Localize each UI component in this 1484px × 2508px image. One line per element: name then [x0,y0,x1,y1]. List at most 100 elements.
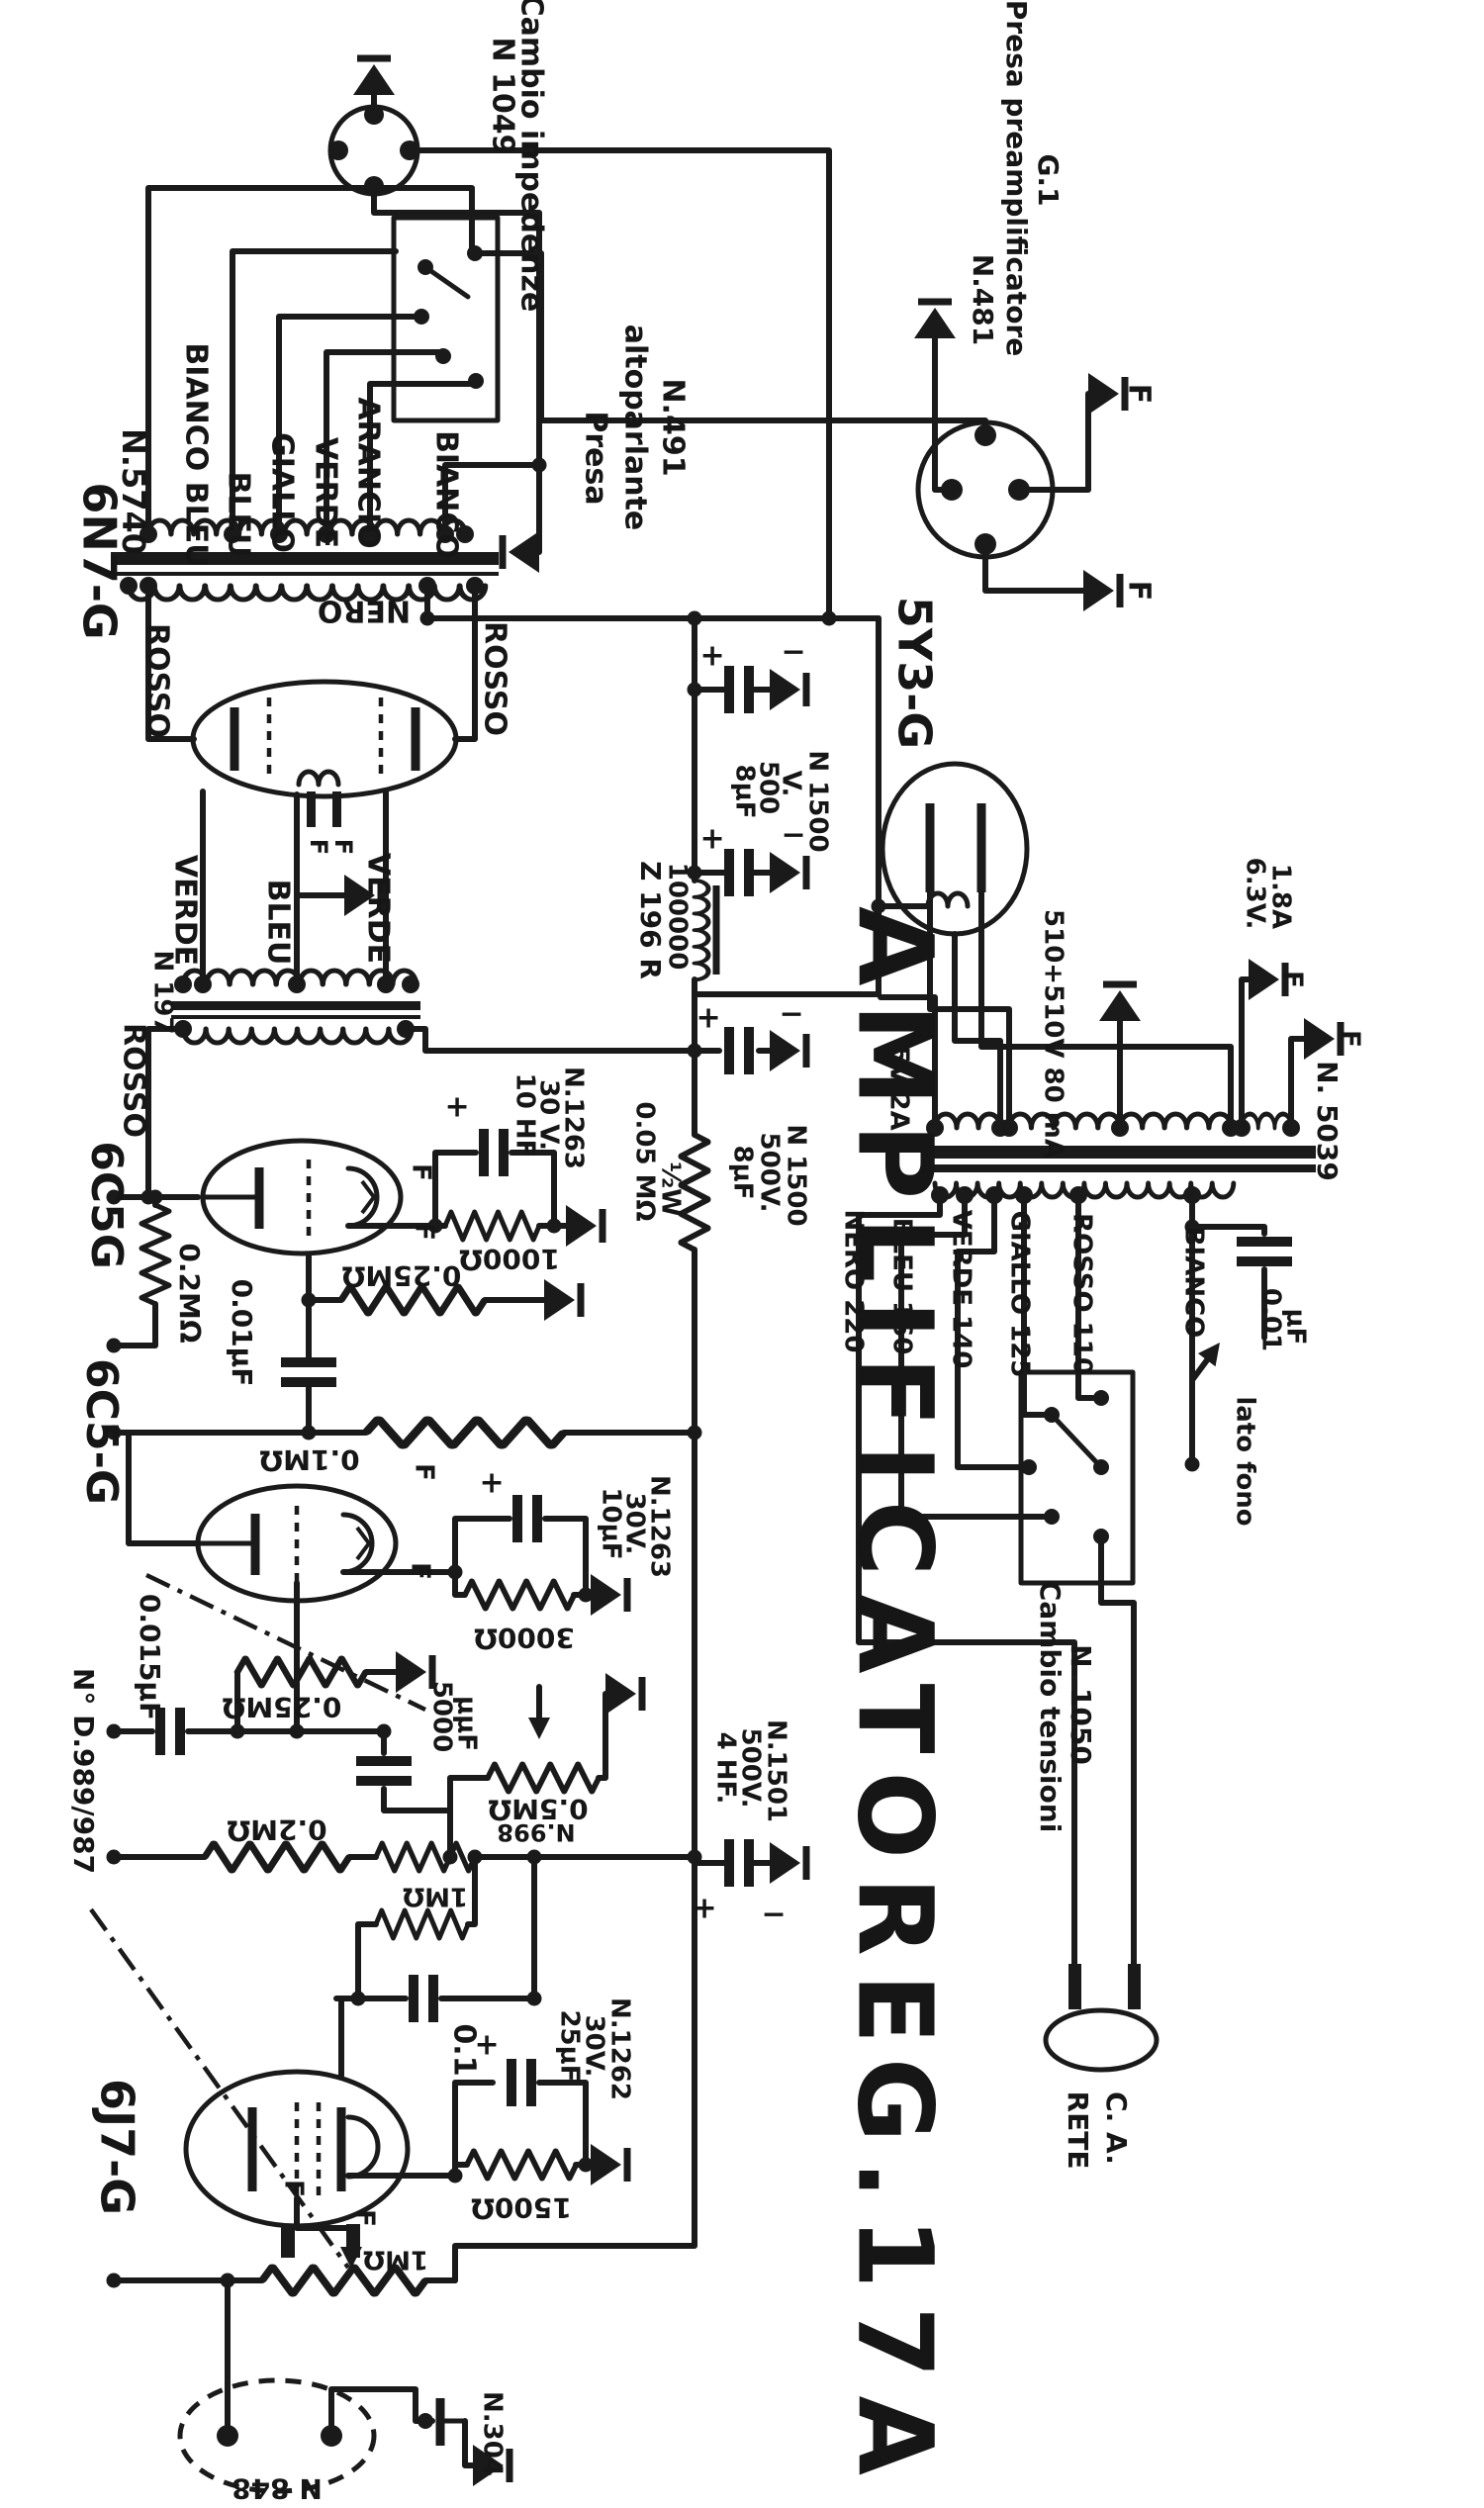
wire-c001-mains [1189,1224,1267,1341]
label-n304: N.304 [478,2391,508,2476]
plug-prong-1 [1068,1964,1081,2009]
label-c10hf-code: N.1263 [559,1067,589,1169]
label-63v-winding: 6.3V. [1241,858,1270,930]
speaker-pin-3 [400,140,419,160]
wire-sec-tap-3 [276,314,420,537]
label-nero: NERO [318,594,411,628]
polarity-minus-1: − [781,635,805,670]
label-f-preamp-1: F [1122,384,1157,405]
title-g17a: G.17A [835,2058,956,2493]
label-r-0p5m: 0.5MΩ [488,1793,588,1825]
label-drawing-number: N° D.989/987 [67,1668,100,1874]
wire-63v-2 [1288,1036,1307,1131]
label-f-6c5-2-2: F [406,1562,435,1580]
interstage-transformer-n197 [171,971,420,1043]
label-n5740: N.5740 [115,428,152,555]
label-presa-altoparlante-2: altoparlante [618,325,653,531]
mic-pin-2 [321,2425,342,2447]
label-c10hf-value: 10 HF [510,1073,540,1158]
label-c8uf-1c: V. [777,771,806,797]
ground-symbols [340,58,1341,2486]
label-n848: N 848 [232,2472,323,2505]
label-r-1500: 1500Ω [471,2191,572,2224]
label-n197: N 197 [148,950,178,1034]
wire-sec-tap-5 [367,381,475,537]
label-c4hf-c: N.1501 [762,1719,791,1822]
label-f-6c5-1-2: F [410,1223,439,1241]
polarity-plus-7: + [692,1892,716,1926]
label-n481: N.481 [967,254,999,346]
capacitors [160,666,1292,2106]
speaker-pin-4 [364,176,384,196]
label-5v-winding: 5V 2A [884,1046,914,1130]
label-c10uf-2a: 10μF [597,1487,626,1559]
label-c25uf-b: 30V. [580,2015,609,2078]
6c5-1-heater [360,1179,377,1215]
ground-filter-3 [770,1030,806,1071]
output-transformer-n5740 [111,520,499,600]
wire-5v-2 [952,931,1003,1131]
label-r-1m-pot: 1MΩ [363,2245,428,2275]
6j7-cathode-arc [345,2114,381,2180]
wire-tap-verde [955,1192,1024,1470]
resistor-3000 [465,1581,574,1609]
6j7-pin-1 [281,2224,295,2258]
cap-8uf-1 [729,666,749,713]
label-r-0p1m: 0.1MΩ [259,1443,359,1476]
resistor-0.2M-1 [141,1205,169,1304]
wire-63v-1 [1239,976,1252,1131]
wire-n197-primary-left [145,1026,186,1200]
5y3-filament [925,890,971,909]
label-c001-mains-a: 0.01 [1256,1288,1286,1351]
resistor-1000 [445,1212,539,1240]
ground-cathode-2 [591,1574,627,1616]
wire-pot05-left [447,1775,491,1860]
label-z196r-value: 100000 [663,863,693,971]
wire-preamp-f1 [1016,391,1091,493]
label-63v-current: 1.8A [1266,864,1296,929]
label-c001-mains-b: μF [1281,1309,1311,1346]
label-c8uf-1d: N 1500 [803,750,833,852]
label-c8uf-2c: N 1500 [782,1124,811,1226]
wire-selector-to-plug [1098,1533,1137,1967]
label-bleu: BLEU [222,472,256,558]
polarity-minus-3: − [779,997,803,1032]
n5740-core [111,552,499,565]
label-rosso-n197: ROSSO [117,1023,151,1138]
polarity-plus-5: + [479,1466,504,1501]
speaker-pin-2 [328,140,348,160]
label-c8uf-2a: 8μF [728,1146,758,1200]
label-r-0p25m-2: 0.25MΩ [222,1691,341,1723]
label-c5000-b: μμF [452,1696,482,1751]
label-f-63v-2: F [1336,1030,1365,1048]
label-f-6n7-1: F [305,839,332,855]
label-g1: G.1 [1032,153,1065,206]
preamp-pin-1 [974,424,996,446]
impedance-selector-n1049 [391,215,501,423]
label-ca: C. A. [1100,2091,1133,2165]
terminal-f-63v-2 [1304,1018,1341,1060]
junction-dots [106,457,1300,2288]
mains-plug [1043,1964,1159,2073]
wire-tap-nero [856,1192,1077,1967]
label-rete: RETE [1062,2091,1094,2170]
wire-6n7-plate-left [145,583,197,742]
6n7-pin-1 [307,791,316,827]
label-arancio: ARANCIO [351,397,386,548]
ground-cathode-1 [566,1205,603,1247]
cap-8uf-2 [729,849,749,896]
6j7-pin-2 [346,2224,360,2258]
ground-filter-1 [770,669,806,710]
label-f-6n7-2: F [329,839,357,855]
label-z196r: Z 196 R [634,861,667,979]
label-r-1000: 1000Ω [459,1243,560,1275]
tube-label-6j7g: 6J7-G [91,2079,144,2215]
wiring [111,92,1307,2468]
label-tap-bianco: BIANCO [1179,1227,1209,1339]
label-n1049: N 1049 [486,37,520,154]
label-c25uf-a: 25μF [555,2009,585,2082]
6c5-2-heater [355,1526,372,1561]
